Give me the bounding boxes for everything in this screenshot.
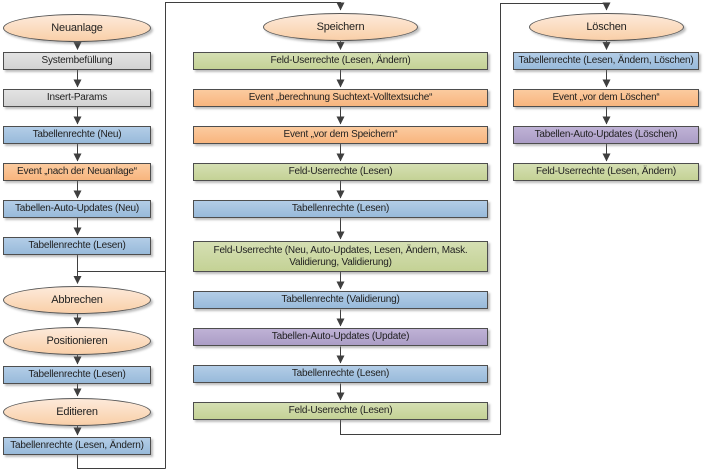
node-abbrechen: Abbrechen [3,286,151,314]
node-tabellen-auto-updates-loeschen: Tabellen-Auto-Updates (Löschen) [513,126,699,144]
node-tabellenrechte-lesen-4: Tabellenrechte (Lesen) [193,365,488,383]
node-feld-userrechte-lesen-1: Feld-Userrechte (Lesen) [193,163,488,181]
node-editieren: Editieren [3,398,151,426]
node-feld-userrechte-multi: Feld-Userrechte (Neu, Auto-Updates, Lese… [193,241,488,272]
node-tabellenrechte-lesen-aendern-loeschen: Tabellenrechte (Lesen, Ändern, Löschen) [513,52,699,70]
node-event-berechnung-suchtext-volltextsuche: Event „berechnung Suchtext-Volltextsuche… [193,89,488,107]
node-neuanlage: Neuanlage [3,14,151,42]
node-tabellen-auto-updates-update: Tabellen-Auto-Updates (Update) [193,328,488,346]
node-systembefuellung: Systembefüllung [3,52,151,70]
node-positionieren: Positionieren [3,327,151,355]
node-loeschen: Löschen [529,13,684,41]
node-feld-userrechte-lesen-2: Feld-Userrechte (Lesen) [193,402,488,420]
node-feld-userrechte-lesen-aendern-2: Feld-Userrechte (Lesen, Ändern) [513,163,699,181]
node-tabellen-auto-updates-neu: Tabellen-Auto-Updates (Neu) [3,200,151,218]
node-feld-userrechte-lesen-aendern: Feld-Userrechte (Lesen, Ändern) [193,52,488,70]
node-event-nach-der-neuanlage: Event „nach der Neuanlage“ [3,163,151,181]
node-tabellenrechte-validierung: Tabellenrechte (Validierung) [193,291,488,309]
node-tabellenrechte-neu: Tabellenrechte (Neu) [3,126,151,144]
node-tabellenrechte-lesen-aendern: Tabellenrechte (Lesen, Ändern) [3,437,151,455]
node-insert-params: Insert-Params [3,89,151,107]
node-tabellenrechte-lesen-2: Tabellenrechte (Lesen) [3,366,151,384]
node-tabellenrechte-lesen-3: Tabellenrechte (Lesen) [193,200,488,218]
node-event-vor-dem-loeschen: Event „vor dem Löschen“ [513,89,699,107]
node-event-vor-dem-speichern: Event „vor dem Speichern“ [193,126,488,144]
node-tabellenrechte-lesen-1: Tabellenrechte (Lesen) [3,237,151,255]
node-speichern: Speichern [263,13,418,41]
